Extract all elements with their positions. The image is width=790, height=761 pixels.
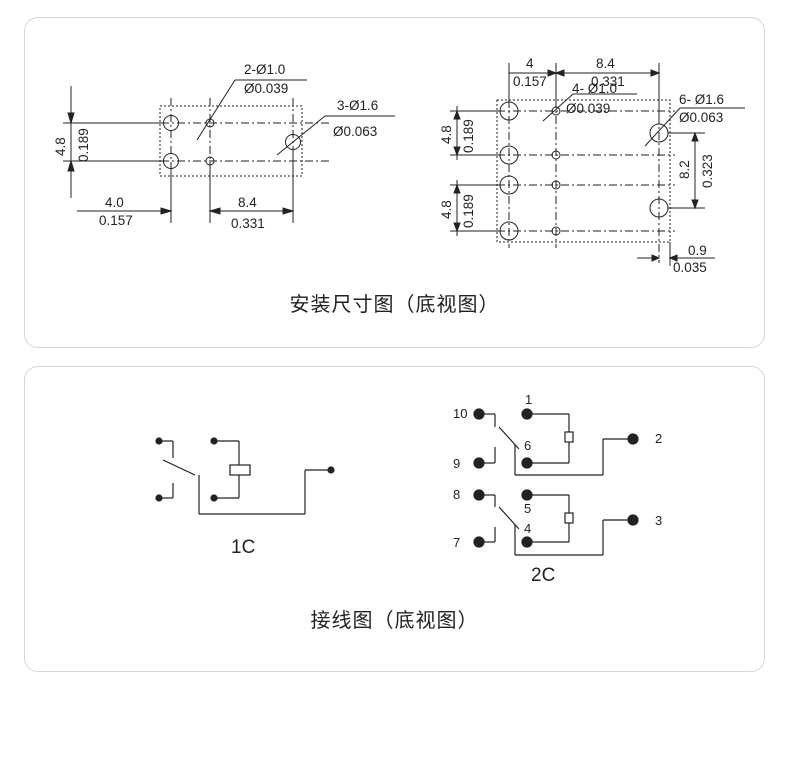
hole-large <box>285 134 301 150</box>
hole-small <box>551 180 561 190</box>
right-top-left-mm: 4 <box>526 56 534 71</box>
wiring-2c-label: 2C <box>531 565 555 586</box>
right-height2-mm: 4.8 <box>439 200 454 219</box>
pin-6: 6 <box>524 438 531 453</box>
pin-2: 2 <box>655 431 662 446</box>
left-pitch-mm: 8.4 <box>238 195 257 210</box>
right-large-holes: 6- Ø1.6 <box>679 92 724 107</box>
left-footprint <box>63 79 395 223</box>
left-offset-in: 0.157 <box>99 213 133 228</box>
right-small-holes-in: Ø0.039 <box>566 101 610 116</box>
pin-4: 4 <box>524 521 531 536</box>
pin-3: 3 <box>655 513 662 528</box>
hole-small <box>551 150 561 160</box>
pin-10: 10 <box>453 406 467 421</box>
wiring-1c-label: 1C <box>231 537 255 558</box>
right-side-in: 0.323 <box>700 154 715 188</box>
mounting-caption: 安装尺寸图（底视图） <box>289 294 500 316</box>
coil-symbol <box>229 464 251 476</box>
wiring-2c <box>473 408 639 556</box>
right-small-holes: 4- Ø1.0 <box>572 81 617 96</box>
wiring-1c <box>155 437 335 515</box>
right-height1-mm: 4.8 <box>439 125 454 144</box>
right-offset-in: 0.035 <box>673 260 707 275</box>
wiring-diagram-card: 1C <box>24 366 765 672</box>
right-top-left-in: 0.157 <box>513 74 547 89</box>
right-large-holes-in: Ø0.063 <box>679 110 723 125</box>
left-large-holes-in: Ø0.063 <box>333 124 377 139</box>
pin-1: 1 <box>525 392 532 407</box>
hole-small <box>551 226 561 236</box>
pin-9: 9 <box>453 456 460 471</box>
left-pitch-in: 0.331 <box>231 216 265 231</box>
right-top-pitch-mm: 8.4 <box>596 56 615 71</box>
right-top-pitch-in: 0.331 <box>591 74 625 89</box>
mounting-dimensions-card: 4.8 0.189 4.0 0.157 8.4 0.331 2-Ø1.0 Ø0.… <box>24 17 765 348</box>
pin-5: 5 <box>524 501 531 516</box>
right-offset-mm: 0.9 <box>688 243 707 258</box>
left-height-mm: 4.8 <box>53 137 68 156</box>
right-height1-in: 0.189 <box>461 119 476 153</box>
pin-7: 7 <box>453 535 460 550</box>
right-height2-in: 0.189 <box>461 194 476 228</box>
left-large-holes: 3-Ø1.6 <box>337 98 378 113</box>
hole-small <box>205 156 215 166</box>
pin-8: 8 <box>453 487 460 502</box>
left-offset-mm: 4.0 <box>105 195 124 210</box>
wiring-caption: 接线图（底视图） <box>310 610 479 632</box>
left-height-in: 0.189 <box>76 128 91 162</box>
wiring-diagram-drawing: 1C <box>155 392 662 586</box>
mounting-dimensions-drawing: 4.8 0.189 4.0 0.157 8.4 0.331 2-Ø1.0 Ø0.… <box>53 56 745 275</box>
right-footprint <box>450 63 745 266</box>
left-small-holes: 2-Ø1.0 <box>244 62 285 77</box>
right-side-mm: 8.2 <box>677 160 692 179</box>
left-small-holes-in: Ø0.039 <box>244 81 288 96</box>
